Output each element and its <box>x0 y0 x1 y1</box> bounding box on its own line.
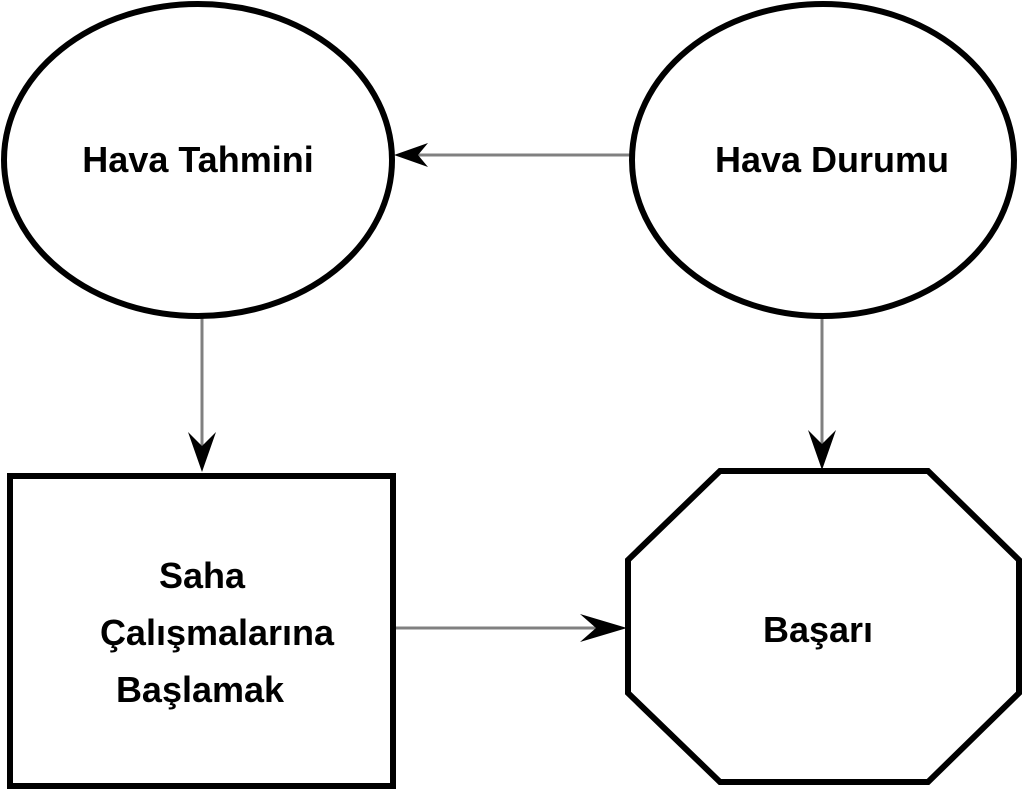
node-label: Hava Durumu <box>715 139 949 180</box>
node-basari: Başarı <box>625 468 1022 785</box>
node-label-line: Saha <box>159 555 246 596</box>
node-saha-calismalarina-baslamak: Saha Çalışmalarına Başlamak <box>7 473 396 789</box>
arrowhead-icon <box>394 143 428 167</box>
node-hava-tahmini: Hava Tahmini <box>1 1 395 319</box>
arrowhead-icon <box>188 432 216 472</box>
arrowhead-icon <box>808 430 836 470</box>
node-hava-durumu: Hava Durumu <box>629 1 1017 319</box>
node-label-line: Çalışmalarına <box>100 612 335 653</box>
node-label-line: Başlamak <box>116 669 285 710</box>
edge-weather-to-forecast <box>394 143 630 167</box>
edge-forecast-to-start <box>188 316 216 472</box>
edge-weather-to-success <box>808 316 836 470</box>
node-label: Başarı <box>763 609 873 650</box>
edge-start-to-success <box>396 614 627 642</box>
arrowhead-icon <box>580 614 627 642</box>
node-label: Hava Tahmini <box>82 139 313 180</box>
